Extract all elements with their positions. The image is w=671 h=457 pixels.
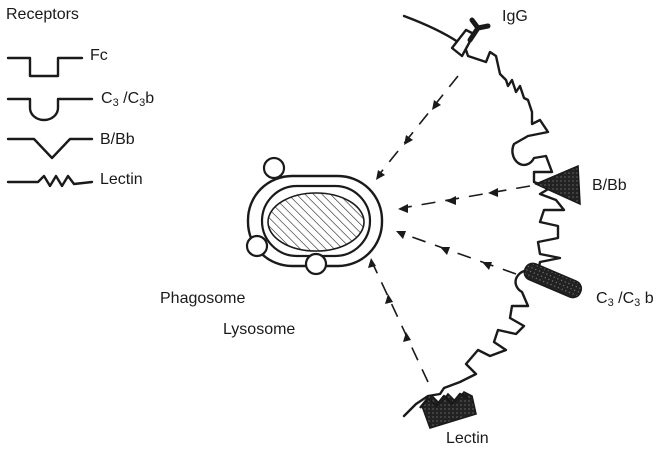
uptake-arrows xyxy=(372,76,530,382)
igg-antibody-icon xyxy=(470,20,488,40)
legend-b-symbol xyxy=(8,139,92,158)
legend-lectin-symbol xyxy=(8,176,92,186)
lysosome-vesicle xyxy=(247,236,267,256)
arrowhead xyxy=(398,204,408,213)
legend-label-lectin: Lectin xyxy=(100,171,143,189)
arrow-from-bbb xyxy=(402,186,530,208)
legend-symbols xyxy=(8,58,92,186)
arrowhead xyxy=(385,294,393,304)
arrowhead xyxy=(440,247,450,255)
label-bbb: B/Bb xyxy=(592,177,627,195)
lysosome-vesicle xyxy=(306,254,326,274)
c3-ligand-bar xyxy=(522,261,584,300)
arrowhead xyxy=(446,196,456,205)
lysosome-vesicle xyxy=(264,158,284,178)
arrowhead xyxy=(396,231,406,239)
arrowhead xyxy=(403,332,411,342)
arrowhead xyxy=(404,135,413,145)
legend-label-b: B/Bb xyxy=(100,131,135,149)
legend-title: Receptors xyxy=(6,6,79,24)
cell-membrane xyxy=(404,16,564,416)
label-igg: IgG xyxy=(502,8,528,26)
arrow-from-igg xyxy=(378,76,458,176)
arrowhead xyxy=(432,100,441,110)
arrow-heads xyxy=(368,100,498,342)
arrow-from-lectin xyxy=(372,262,428,382)
arrowhead xyxy=(488,188,498,197)
igg-receptor xyxy=(452,20,488,56)
legend-label-c3: C3 /C3b xyxy=(101,90,154,108)
arrowhead xyxy=(376,170,385,180)
arrowhead xyxy=(482,262,492,270)
phagosome xyxy=(248,176,382,266)
label-lysosome: Lysosome xyxy=(223,321,295,339)
legend-fc-symbol xyxy=(8,58,82,76)
arrow-from-c3 xyxy=(398,232,516,274)
label-phagosome: Phagosome xyxy=(160,290,245,308)
legend-c3-symbol xyxy=(8,99,92,120)
label-lectin: Lectin xyxy=(446,430,489,448)
label-c3: C3 /C3 b xyxy=(596,290,654,308)
legend-label-fc: Fc xyxy=(90,47,108,65)
